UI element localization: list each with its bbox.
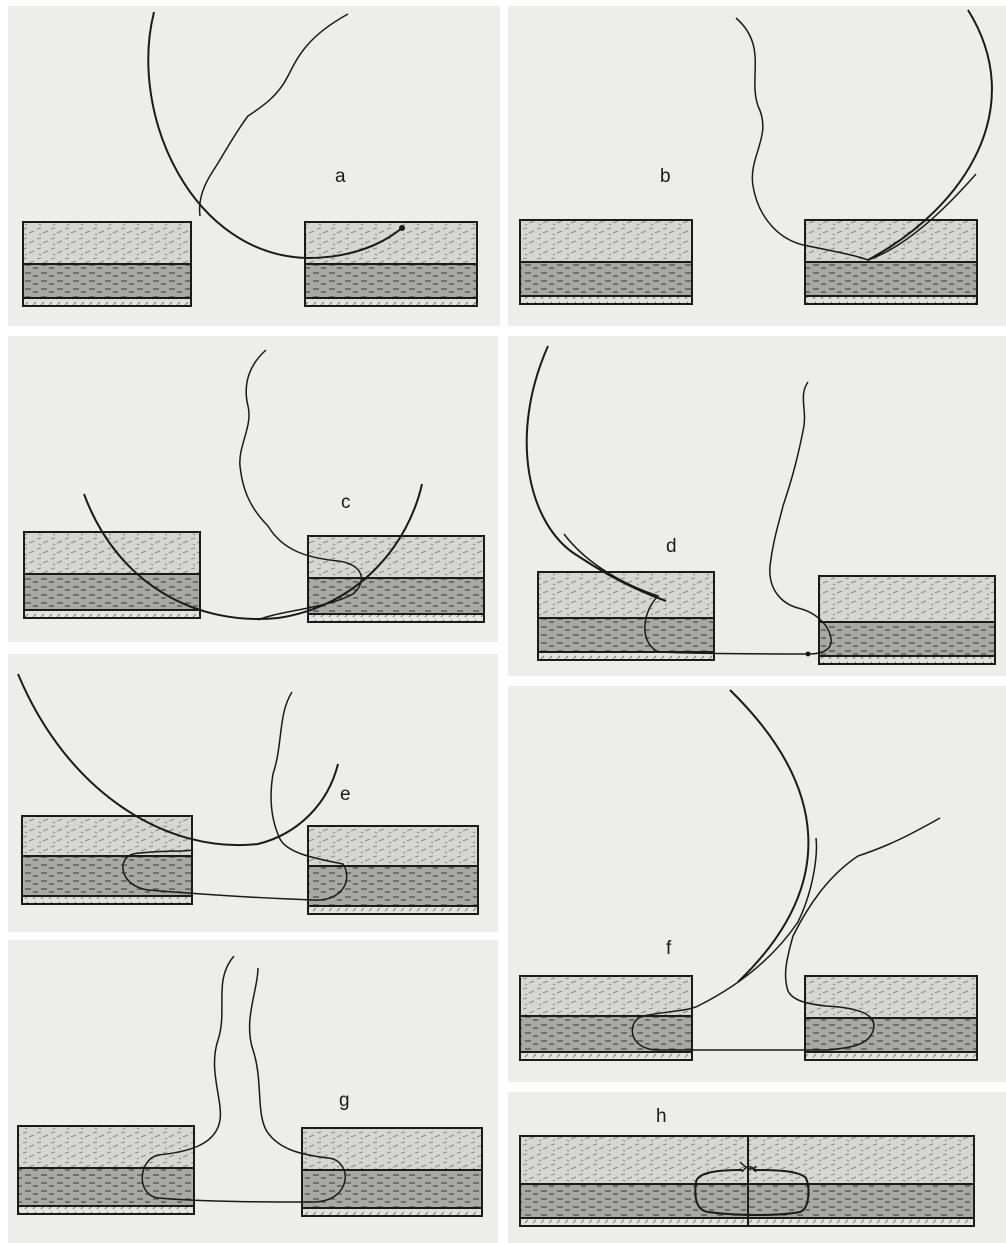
tissue-block-right [302, 1128, 482, 1216]
panel-h: h [508, 1092, 1006, 1243]
panel-d-drawing [508, 336, 1006, 676]
panel-label-b: b [660, 166, 671, 188]
tissue-block-right [805, 220, 977, 304]
panel-d: d [508, 336, 1006, 676]
tissue-block-right [308, 826, 478, 914]
panel-e: e [8, 654, 498, 932]
panel-h-drawing [508, 1092, 1006, 1243]
panel-a: a [8, 6, 500, 326]
tissue-block-right [819, 576, 995, 664]
tissue-block-joined [520, 1136, 974, 1226]
panel-g: g [8, 940, 498, 1243]
panel-b: b [508, 6, 1006, 326]
tissue-block-left [520, 976, 692, 1060]
panel-label-c: c [341, 492, 351, 514]
needle [730, 690, 808, 982]
suture-thread [200, 14, 348, 216]
tissue-block-left [18, 1126, 194, 1214]
panel-b-drawing [508, 6, 1006, 326]
panel-label-g: g [339, 1090, 350, 1112]
panel-label-f: f [666, 938, 671, 960]
tissue-block-right [805, 976, 977, 1060]
tissue-block-left [520, 220, 692, 304]
tissue-block-right [305, 222, 477, 306]
panel-label-a: a [335, 166, 346, 188]
panel-a-drawing [8, 6, 500, 326]
tissue-block-right [308, 536, 484, 622]
panel-c-drawing [8, 336, 498, 642]
needle [527, 346, 666, 601]
panel-label-e: e [340, 784, 351, 806]
panel-f: f [508, 686, 1006, 1082]
panel-g-drawing [8, 940, 498, 1243]
panel-e-drawing [8, 654, 498, 932]
panel-label-h: h [656, 1106, 667, 1128]
tissue-block-left [23, 222, 191, 306]
tissue-block-left [24, 532, 200, 618]
panel-label-d: d [666, 536, 677, 558]
needle-tip [399, 225, 405, 231]
tissue-block-left [538, 572, 714, 660]
panel-c: c [8, 336, 498, 642]
panel-f-drawing [508, 686, 1006, 1082]
needle-tip [806, 652, 811, 657]
